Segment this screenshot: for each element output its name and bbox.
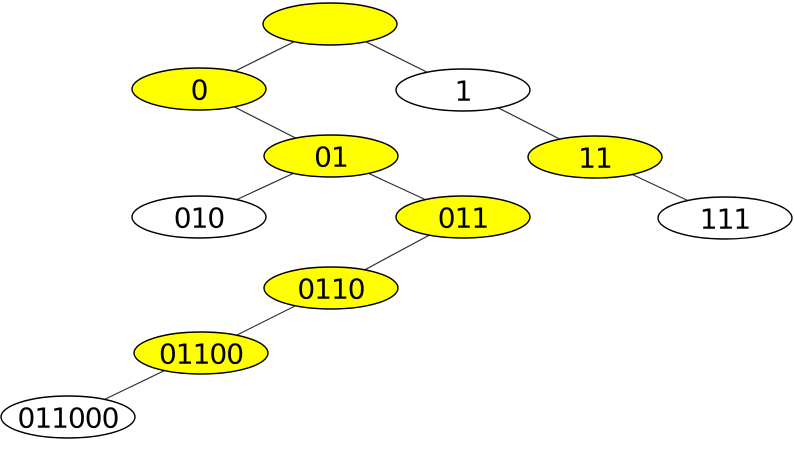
node-ellipse-01 bbox=[263, 134, 399, 178]
node-ellipse-1 bbox=[395, 68, 531, 112]
tree-node-root bbox=[262, 2, 398, 46]
tree-node-11: 11 bbox=[527, 135, 663, 179]
tree-node-0110: 0110 bbox=[263, 266, 399, 310]
node-ellipse-root bbox=[262, 2, 398, 46]
tree-node-011000: 011000 bbox=[0, 395, 136, 439]
tree-node-01: 01 bbox=[263, 134, 399, 178]
node-ellipse-011 bbox=[395, 195, 531, 239]
node-label-011: 011 bbox=[438, 202, 488, 235]
node-label-0: 0 bbox=[191, 74, 208, 107]
node-label-111: 111 bbox=[700, 203, 750, 236]
tree-node-01100: 01100 bbox=[133, 331, 269, 375]
tree-node-010: 010 bbox=[131, 195, 267, 239]
tree-node-011: 011 bbox=[395, 195, 531, 239]
node-ellipse-11 bbox=[527, 135, 663, 179]
node-label-11: 11 bbox=[578, 142, 612, 175]
tree-node-0: 0 bbox=[131, 67, 267, 111]
node-ellipse-111 bbox=[657, 196, 793, 240]
node-label-0110: 0110 bbox=[297, 273, 364, 306]
node-label-01: 01 bbox=[314, 141, 348, 174]
node-ellipse-010 bbox=[131, 195, 267, 239]
tree-node-1: 1 bbox=[395, 68, 531, 112]
node-label-010: 010 bbox=[174, 202, 224, 235]
node-ellipse-0 bbox=[131, 67, 267, 111]
node-ellipse-0110 bbox=[263, 266, 399, 310]
tree-node-111: 111 bbox=[657, 196, 793, 240]
node-label-1: 1 bbox=[455, 75, 472, 108]
node-ellipse-011000 bbox=[0, 395, 136, 439]
node-label-01100: 01100 bbox=[159, 338, 243, 371]
node-label-011000: 011000 bbox=[18, 402, 119, 435]
node-ellipse-01100 bbox=[133, 331, 269, 375]
